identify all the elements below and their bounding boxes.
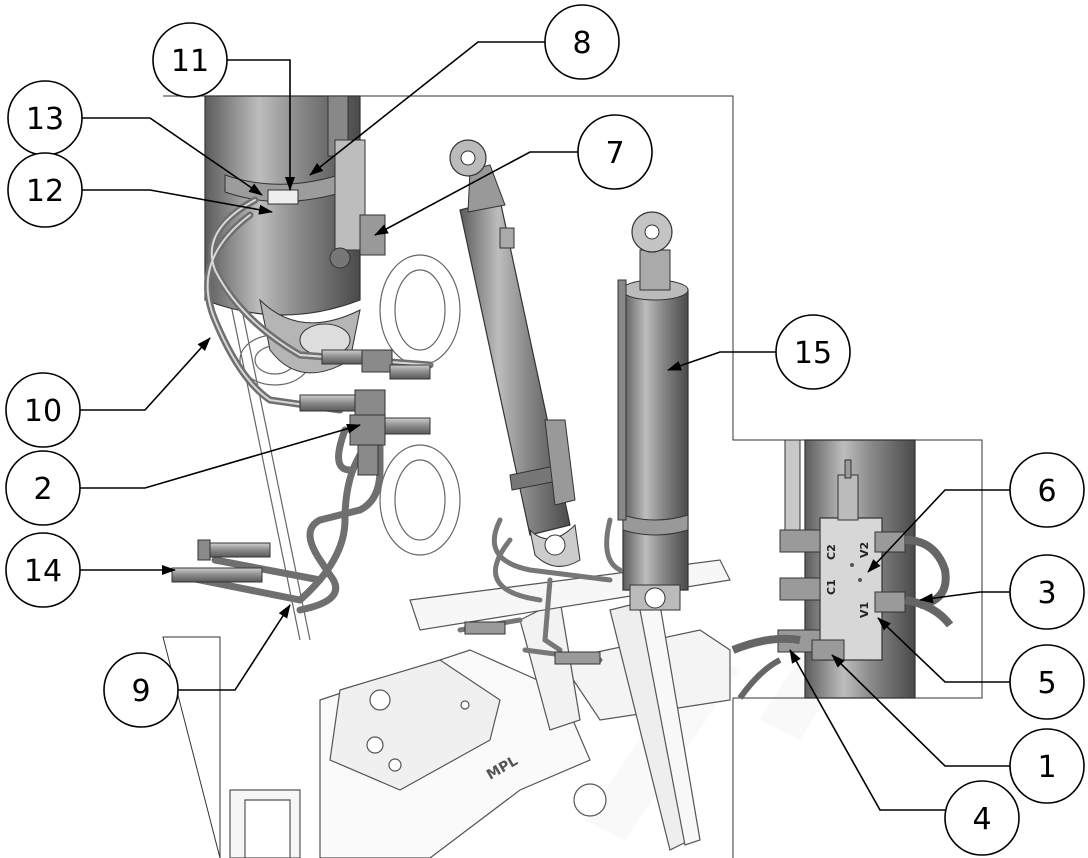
svg-text:6: 6	[1037, 474, 1056, 509]
callout-14: 14	[5, 532, 81, 608]
hydraulic-cylinder-icon	[617, 211, 689, 611]
callout-13: 13	[7, 80, 83, 156]
callout-3: 3	[1009, 554, 1085, 630]
svg-text:5: 5	[1037, 666, 1056, 701]
svg-text:2: 2	[33, 472, 52, 507]
svg-text:10: 10	[24, 394, 62, 429]
svg-text:15: 15	[794, 336, 832, 371]
valve-block-icon: C1 C2 V1 V2	[731, 439, 954, 700]
callout-15: 15	[775, 314, 851, 390]
svg-text:7: 7	[605, 136, 624, 171]
svg-text:8: 8	[572, 26, 591, 61]
chassis-outline	[229, 559, 731, 858]
callout-5: 5	[1009, 644, 1085, 720]
callout-12: 12	[7, 152, 83, 228]
callout-6: 6	[1009, 452, 1085, 528]
callout-2: 2	[5, 450, 81, 526]
callout-11: 11	[152, 22, 228, 98]
callout-4: 4	[944, 780, 1020, 856]
valve-label-c1: C1	[825, 579, 838, 595]
svg-text:11: 11	[171, 44, 209, 79]
svg-text:14: 14	[24, 554, 62, 589]
callout-10: 10	[5, 372, 81, 448]
svg-text:9: 9	[131, 674, 150, 709]
valve-label-c2: C2	[825, 544, 838, 560]
main-view-frame	[162, 95, 983, 858]
svg-text:4: 4	[972, 802, 991, 837]
svg-text:13: 13	[26, 102, 64, 137]
callout-8: 8	[544, 4, 620, 80]
valve-label-v2: V2	[858, 542, 871, 558]
svg-text:1: 1	[1037, 750, 1056, 785]
svg-text:3: 3	[1037, 576, 1056, 611]
quick-coupler-icon	[464, 621, 601, 665]
svg-text:12: 12	[26, 174, 64, 209]
hydraulic-cylinder-icon	[449, 139, 581, 567]
callout-7: 7	[577, 114, 653, 190]
hose-fitting-icon	[171, 349, 431, 583]
leader-lines	[80, 41, 1010, 811]
callout-9: 9	[103, 652, 179, 728]
valve-label-v1: V1	[858, 602, 871, 618]
callout-1: 1	[1009, 728, 1085, 804]
